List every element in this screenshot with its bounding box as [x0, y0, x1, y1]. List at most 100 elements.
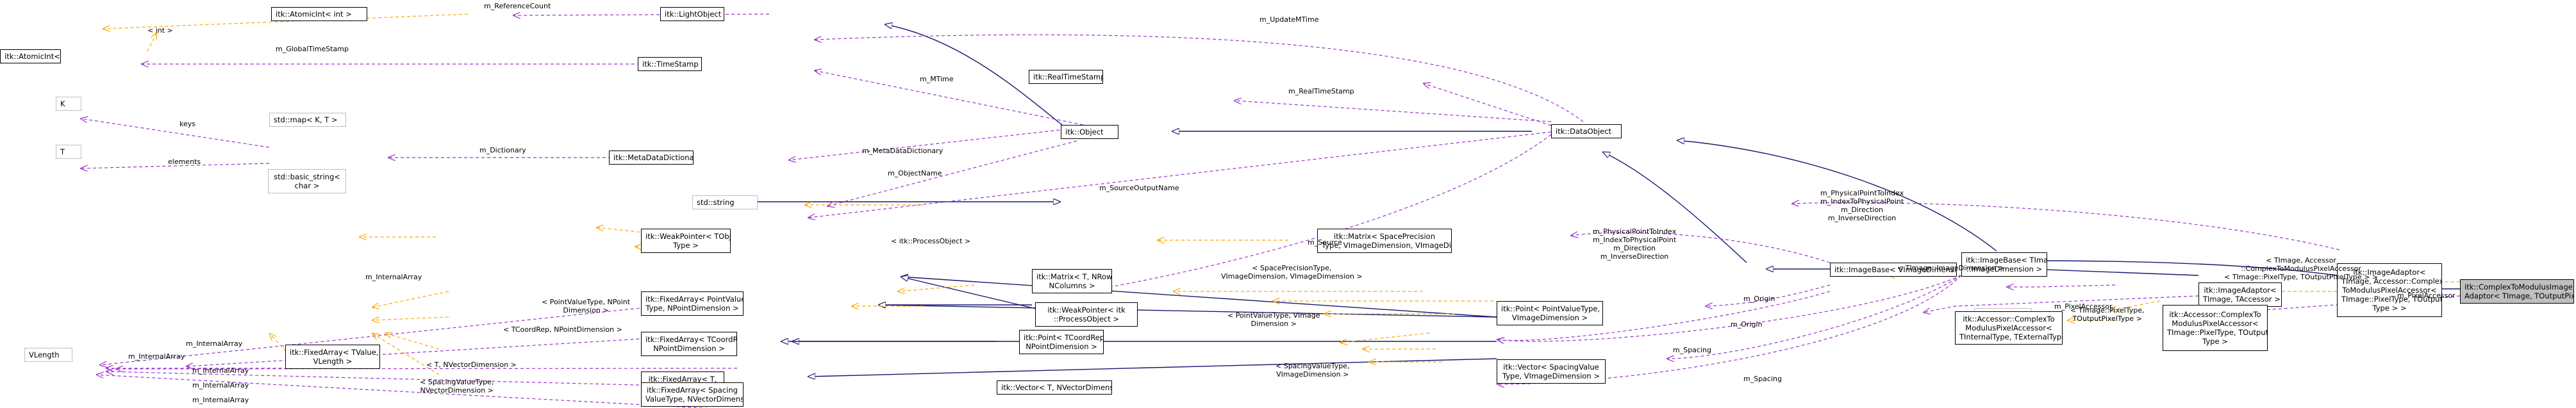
- node-label-line: itk::DataObject: [1556, 127, 1612, 136]
- node-label-line: K: [60, 99, 65, 108]
- node-label-line: TImage::PixelType, TOutputPixel: [2341, 295, 2441, 304]
- node-light-object[interactable]: itk::LightObject: [660, 7, 724, 21]
- node-label-line: itk::Point< PointValueType,: [1501, 304, 1600, 313]
- edge-label: < int >: [147, 26, 173, 35]
- node-label-line: itk::AtomicInt< T >: [4, 52, 60, 61]
- node-label-line: itk::WeakPointer< TObject: [645, 232, 730, 241]
- node-object[interactable]: itk::Object: [1061, 125, 1118, 139]
- node-image-adaptor-taccessor[interactable]: itk::ImageAdaptor<TImage, TAccessor >: [2198, 282, 2282, 307]
- node-label-line: VImageDimension >: [1511, 313, 1588, 322]
- inherit-edge: [901, 277, 1058, 314]
- edge-label-line: < int >: [147, 26, 173, 35]
- node-matrix-t-nrows[interactable]: itk::Matrix< T, NRows,NColumns >: [1032, 269, 1112, 293]
- edge-label-line: m_MTime: [920, 75, 954, 83]
- template-edge: [385, 333, 440, 350]
- usage-edge: [513, 14, 770, 15]
- edge-label-line: m_InternalArray: [186, 339, 243, 348]
- node-label-line: itk::FixedArray< PointValue: [645, 295, 744, 304]
- edge-label: m_Dictionary: [479, 146, 526, 154]
- edge-label-line: Dimension >: [563, 306, 609, 314]
- node-image-base-timage[interactable]: itk::ImageBase< TImage::ImageDimension >: [1961, 252, 2047, 277]
- edge-label-line: < SpacingValueType,: [1276, 362, 1350, 370]
- usage-edge: [1234, 101, 1552, 122]
- node-point-point-value-type[interactable]: itk::Point< PointValueType,VImageDimensi…: [1497, 301, 1603, 325]
- node-label-line: TImage::PixelType, TOutputPixel: [2167, 328, 2267, 337]
- node-atomic-int-int[interactable]: itk::AtomicInt< int >: [271, 7, 367, 21]
- edge-label: m_Origin: [1731, 320, 1762, 329]
- template-edge: [1340, 332, 1430, 343]
- node-time-stamp[interactable]: itk::TimeStamp: [638, 57, 702, 71]
- node-meta-data-dictionary[interactable]: itk::MetaDataDictionary: [609, 151, 694, 165]
- edge-label: m_MTime: [920, 75, 954, 83]
- node-data-object[interactable]: itk::DataObject: [1551, 124, 1622, 138]
- template-edge: [897, 284, 975, 291]
- node-label-line: Type >: [2202, 337, 2228, 346]
- node-label-line: itk::FixedArray< T,: [648, 375, 717, 384]
- node-label-line: Adaptor< TImage, TOutputPixelType >: [2464, 291, 2573, 300]
- node-atomic-int-t[interactable]: itk::AtomicInt< T >: [0, 49, 61, 63]
- node-point-tcoordrep[interactable]: itk::Point< TCoordRep,NPointDimension >: [1019, 330, 1104, 354]
- usage-edge: [1497, 291, 1831, 341]
- edge-label: m_GlobalTimeStamp: [276, 45, 349, 53]
- inherit-edge: [808, 358, 1497, 377]
- node-real-time-stamp[interactable]: itk::RealTimeStamp: [1029, 70, 1103, 84]
- node-label-line: Type, NPointDimension >: [645, 304, 739, 313]
- edge-label-line: m_PixelAccessor: [2054, 302, 2113, 311]
- usage-edge: [80, 163, 270, 168]
- edge-label-line: m_ReferenceCount: [484, 2, 551, 10]
- node-label-line: TImage, TAccessor >: [2203, 295, 2281, 304]
- node-std-map[interactable]: std::map< K, T >: [269, 113, 346, 127]
- node-label-line: itk::WeakPointer< itk: [1047, 306, 1126, 314]
- node-k[interactable]: K: [56, 97, 81, 111]
- node-image-adaptor-complex-to-modulus[interactable]: itk::ImageAdaptor<TImage, Accessor::Comp…: [2337, 263, 2442, 317]
- edge-label-line: < itk::ProcessObject >: [891, 237, 971, 245]
- edge-label-line: m_IndexToPhysicalPoint: [1820, 197, 1904, 206]
- edge-label: m_UpdateMTime: [1259, 15, 1318, 24]
- node-label-line: TInternalType, TExternalType >: [1959, 332, 2063, 341]
- edge-label-line: m_Dictionary: [479, 146, 526, 154]
- node-label-line: itk::MetaDataDictionary: [613, 153, 694, 162]
- node-fixed-array-tcoordrep[interactable]: itk::FixedArray< TCoordRep,NPointDimensi…: [641, 332, 737, 356]
- node-weak-pointer-tobject[interactable]: itk::WeakPointer< TObjectType >: [641, 229, 731, 253]
- node-label-line: itk::Point< TCoordRep,: [1024, 333, 1104, 342]
- usage-edge: [788, 127, 1077, 160]
- node-weak-pointer-process-object[interactable]: itk::WeakPointer< itk::ProcessObject >: [1035, 302, 1138, 327]
- node-fixed-array-tvalue[interactable]: itk::FixedArray< TValue,VLength >: [285, 345, 380, 369]
- node-label-line: ::ProcessObject >: [1053, 314, 1120, 323]
- node-label-line: itk::FixedArray< TValue,: [290, 348, 379, 357]
- edge-label-line: m_InternalArray: [128, 352, 185, 361]
- edge-label: m_Source: [1308, 238, 1342, 247]
- usage-edge: [1923, 295, 2199, 313]
- template-edge: [372, 333, 440, 375]
- edge-label: m_ReferenceCount: [484, 2, 551, 10]
- node-vector-t-nvector-dimension[interactable]: itk::Vector< T, NVectorDimension >: [997, 380, 1112, 395]
- edge-label: < TCoordRep, NPointDimension >: [503, 325, 622, 334]
- node-vlength[interactable]: VLength: [24, 348, 72, 362]
- node-label-line: ToModulusPixelAccessor<: [2342, 286, 2437, 295]
- edge-label: m_RealTimeStamp: [1288, 87, 1354, 95]
- usage-edge: [827, 140, 1077, 206]
- node-label-line: ::ImageDimension >: [1966, 265, 2043, 273]
- edge-label: < SpacePrecisionType,VImageDimension, VI…: [1221, 264, 1363, 281]
- usage-edge: [1497, 275, 1962, 341]
- node-t[interactable]: T: [56, 145, 81, 159]
- node-std-string[interactable]: std::string: [692, 195, 758, 209]
- edge-label-line: < SpacingValueType,: [420, 378, 494, 386]
- node-std-basic-string[interactable]: std::basic_string<char >: [268, 169, 346, 193]
- node-label-line: itk::FixedArray< TCoordRep,: [645, 335, 737, 344]
- node-image-base-vimage-dimension[interactable]: itk::ImageBase< VImageDimension >: [1830, 263, 1957, 277]
- edge-label: m_Spacing: [1673, 346, 1711, 354]
- edge-label-line: m_InverseDirection: [1827, 214, 1897, 222]
- usage-edge: [1705, 284, 1831, 306]
- edge-label: m_InternalArray: [128, 352, 185, 361]
- edge-label-line: m_Origin: [1731, 320, 1763, 329]
- edge-label-line: m_PixelAccessor: [2397, 291, 2456, 300]
- edge-label-line: m_Origin: [1743, 295, 1775, 303]
